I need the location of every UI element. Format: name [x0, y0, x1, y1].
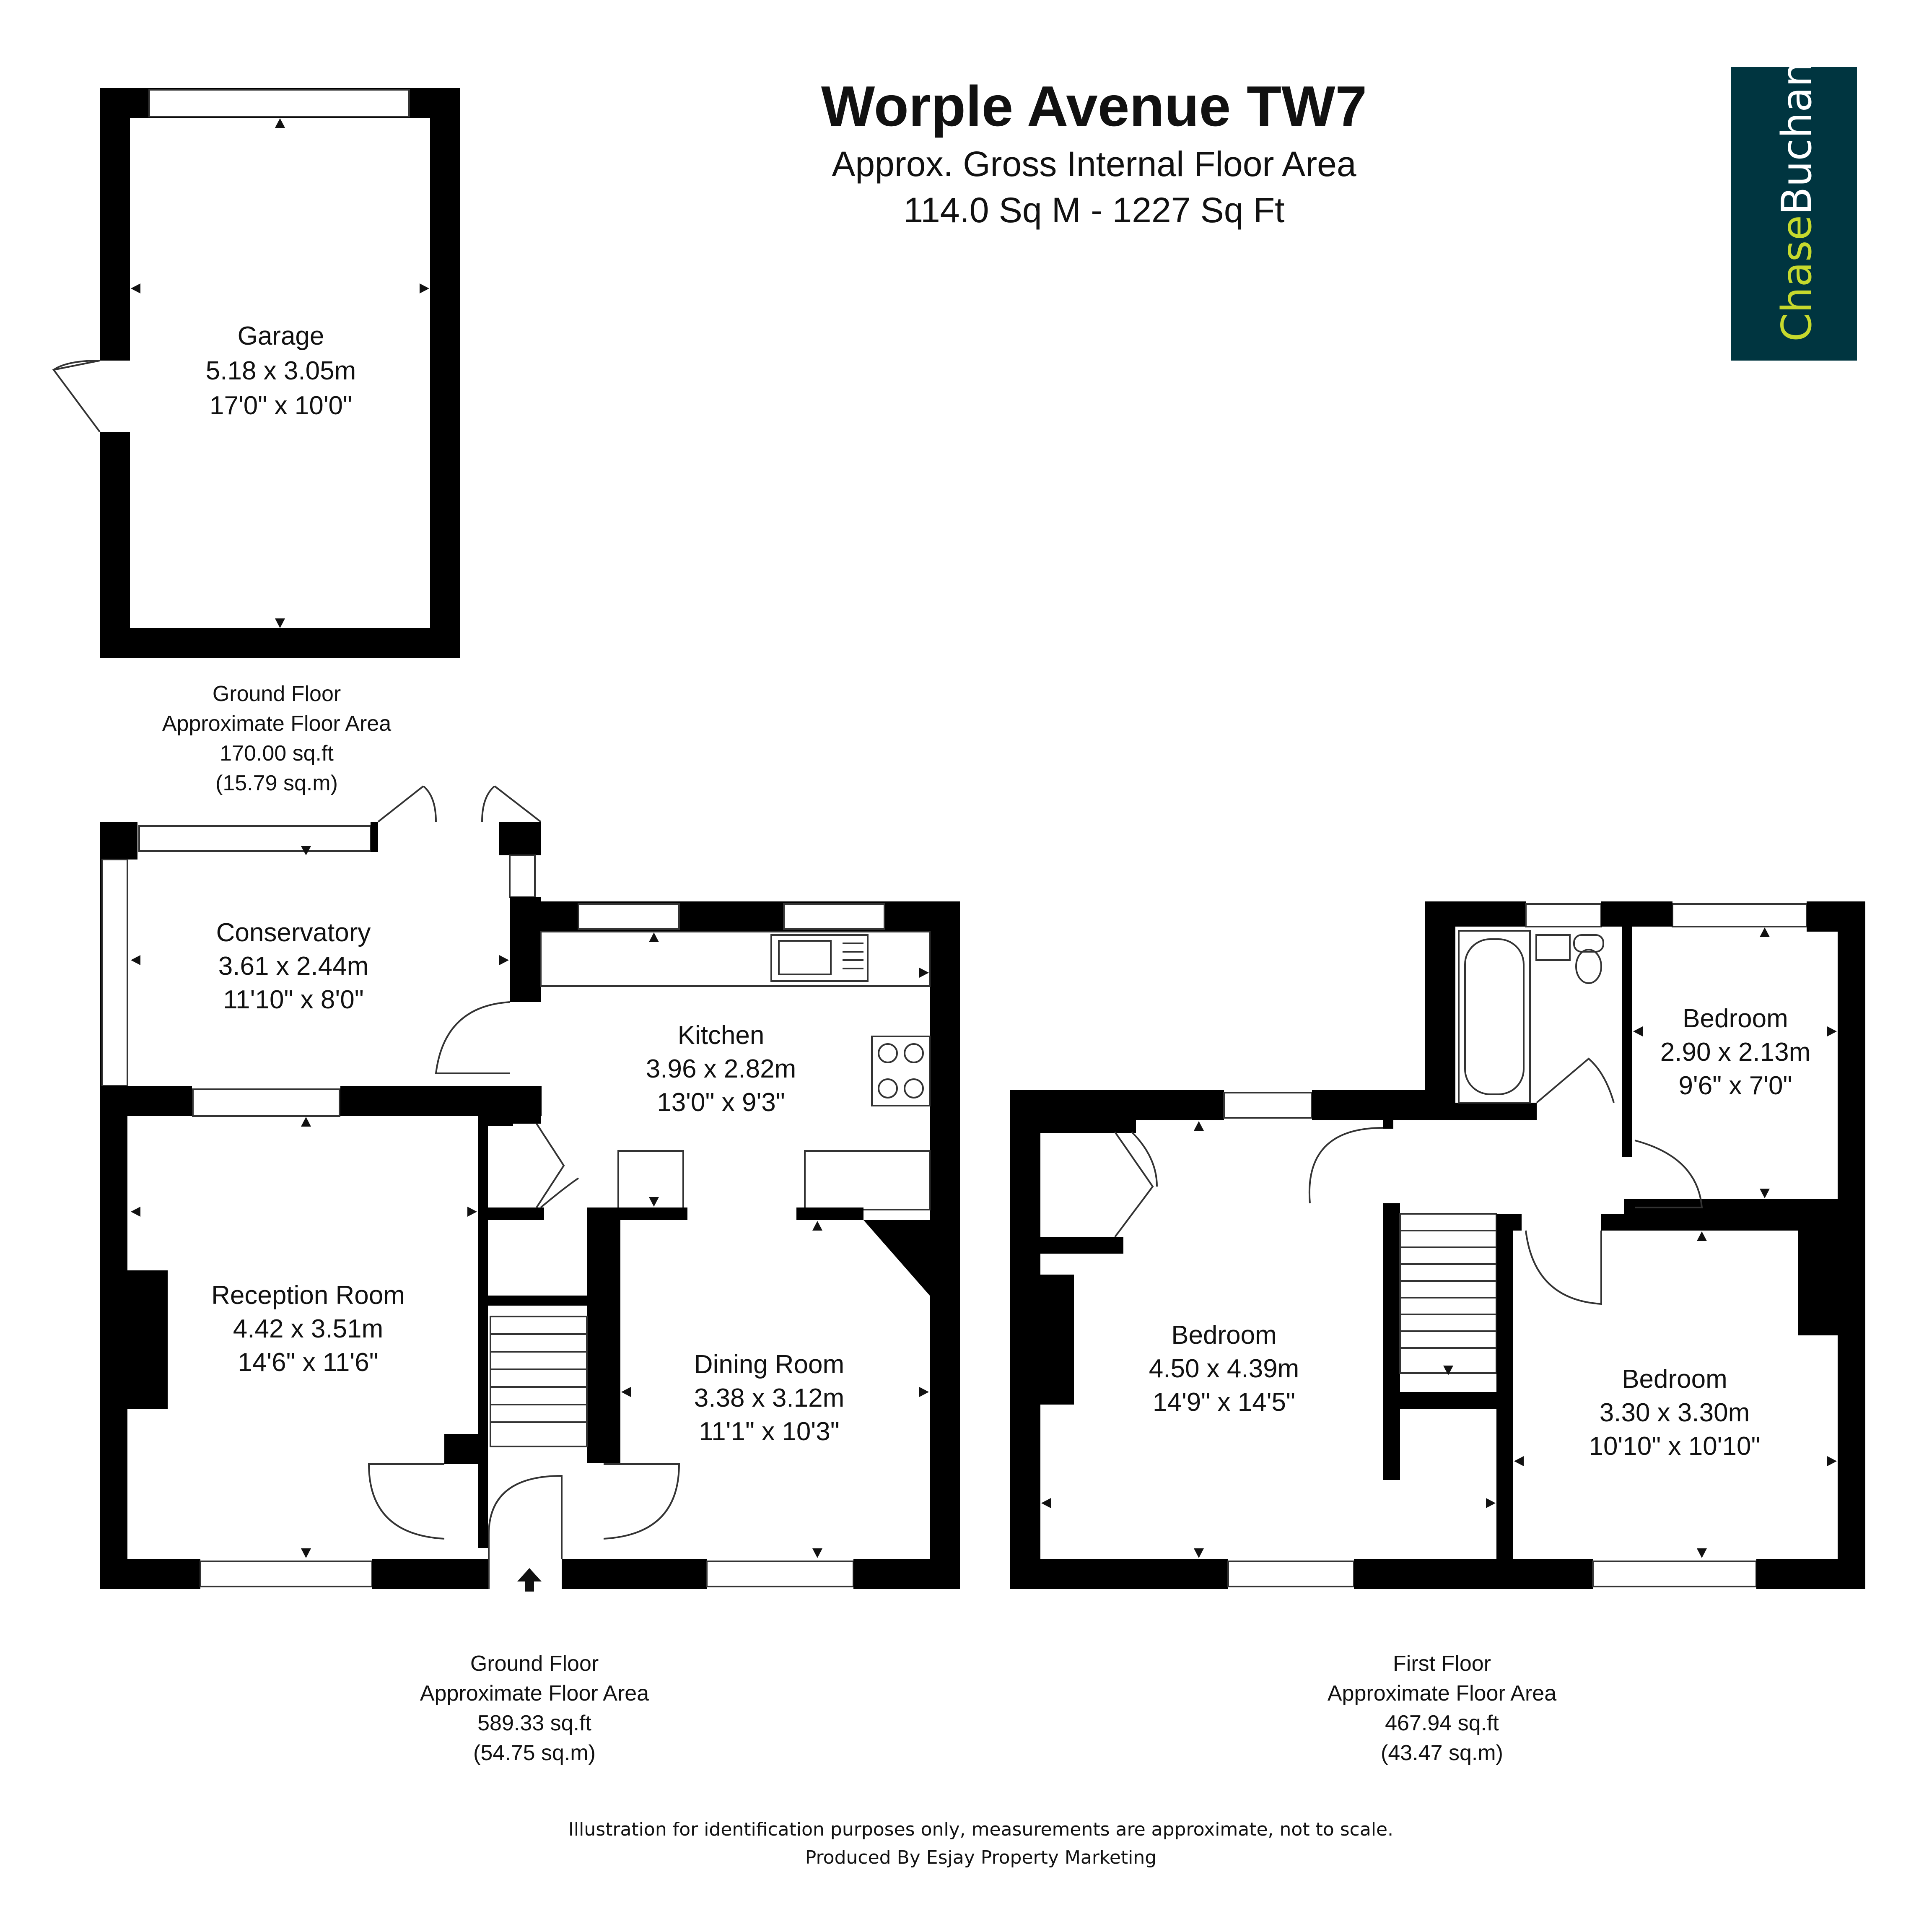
room-imperial-bedroom-large: 14'9" x 14'5" [1153, 1388, 1295, 1417]
garage-area-sqm: (15.79 sq.m) [215, 771, 338, 795]
logo-background [1731, 67, 1857, 361]
ground-floor-plan [100, 785, 960, 1592]
garage-plan [52, 88, 460, 658]
logo-text: ChaseBuchanan [1773, 10, 1821, 342]
ground-area-floor: Ground Floor [470, 1652, 599, 1676]
logo-text-chase: Chase [1773, 215, 1821, 342]
producer-text: Produced By Esjay Property Marketing [805, 1847, 1156, 1868]
total-area: 114.0 Sq M - 1227 Sq Ft [904, 190, 1285, 230]
room-name-conservatory: Conservatory [216, 918, 371, 947]
first-area-sqm: (43.47 sq.m) [1381, 1741, 1503, 1765]
room-metric-bedroom-large: 4.50 x 4.39m [1149, 1354, 1299, 1383]
plan-subtitle: Approx. Gross Internal Floor Area [832, 144, 1356, 184]
room-metric-dining: 3.38 x 3.12m [694, 1384, 844, 1413]
first-floor-plan [1010, 901, 1865, 1589]
room-imperial-reception: 14'6" x 11'6" [238, 1348, 378, 1377]
room-name-garage: Garage [238, 322, 324, 351]
room-metric-bedroom-mid: 3.30 x 3.30m [1600, 1398, 1750, 1427]
room-metric-kitchen: 3.96 x 2.82m [646, 1054, 796, 1083]
room-name-bedroom-small: Bedroom [1683, 1004, 1788, 1033]
garage-area-sqft: 170.00 sq.ft [220, 741, 334, 766]
room-name-bedroom-large: Bedroom [1171, 1321, 1277, 1350]
room-metric-reception: 4.42 x 3.51m [233, 1314, 383, 1343]
first-area-label: Approximate Floor Area [1328, 1681, 1556, 1706]
room-name-bedroom-mid: Bedroom [1622, 1365, 1727, 1394]
room-imperial-garage: 17'0" x 10'0" [210, 391, 352, 420]
first-area-floor: First Floor [1393, 1652, 1491, 1676]
room-imperial-bedroom-small: 9'6" x 7'0" [1678, 1071, 1792, 1100]
ground-area-sqm: (54.75 sq.m) [473, 1741, 596, 1765]
garage-area-label: Approximate Floor Area [162, 712, 391, 736]
room-metric-conservatory: 3.61 x 2.44m [218, 952, 368, 981]
logo-text-buchanan: Buchanan [1773, 10, 1821, 215]
disclaimer-text: Illustration for identification purposes… [568, 1819, 1393, 1840]
ground-area-sqft: 589.33 sq.ft [477, 1711, 591, 1735]
room-metric-bedroom-small: 2.90 x 2.13m [1660, 1038, 1810, 1067]
room-metric-garage: 5.18 x 3.05m [206, 356, 356, 385]
room-imperial-dining: 11'1" x 10'3" [699, 1417, 839, 1446]
room-imperial-kitchen: 13'0" x 9'3" [657, 1088, 785, 1117]
agency-logo: ChaseBuchanan [1731, 10, 1857, 361]
room-imperial-bedroom-mid: 10'10" x 10'10" [1589, 1432, 1761, 1461]
room-name-dining: Dining Room [694, 1350, 844, 1379]
room-name-reception: Reception Room [211, 1281, 405, 1310]
ground-area-label: Approximate Floor Area [420, 1681, 649, 1706]
room-name-kitchen: Kitchen [678, 1021, 765, 1050]
plan-title: Worple Avenue TW7 [821, 74, 1367, 138]
room-imperial-conservatory: 11'10" x 8'0" [223, 985, 363, 1014]
garage-area-floor: Ground Floor [213, 682, 341, 706]
first-area-sqft: 467.94 sq.ft [1385, 1711, 1499, 1735]
